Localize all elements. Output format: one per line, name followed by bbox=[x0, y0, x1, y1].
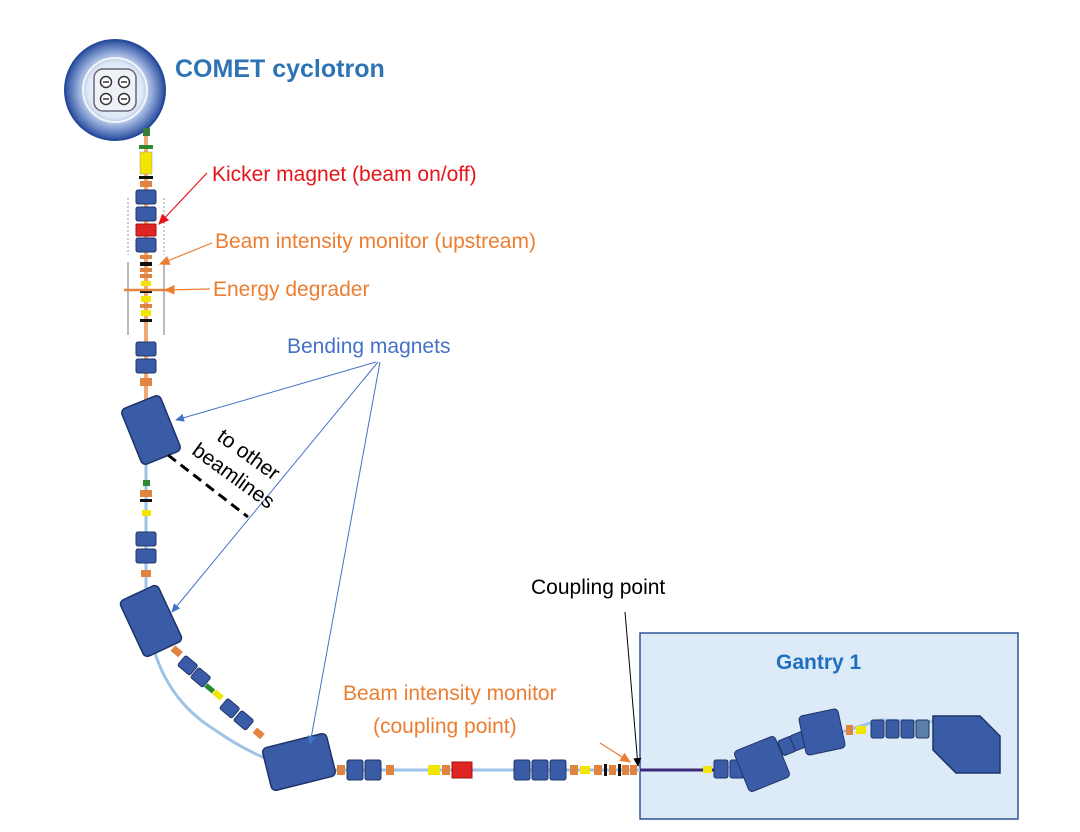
mid-components bbox=[135, 480, 157, 577]
bending-magnet-3 bbox=[261, 732, 337, 792]
bending-magnet-2 bbox=[119, 584, 183, 658]
bending-magnet-1 bbox=[121, 395, 181, 465]
bim-upstream-label: Beam intensity monitor (upstream) bbox=[215, 230, 536, 253]
bim-coupling-arrow bbox=[599, 742, 632, 763]
bim-coupling-label-line1: Beam intensity monitor bbox=[343, 682, 557, 705]
bending-arrow-1 bbox=[175, 361, 377, 422]
cyclotron-icon bbox=[64, 39, 166, 141]
gantry-nozzle bbox=[932, 715, 1001, 774]
bending-arrow-3 bbox=[307, 361, 381, 745]
degrader-arrow bbox=[163, 284, 211, 295]
kicker-label: Kicker magnet (beam on/off) bbox=[212, 163, 477, 186]
horizontal-components bbox=[337, 759, 637, 781]
bending-arrow-2 bbox=[171, 361, 379, 613]
other-beamlines-line bbox=[167, 453, 249, 519]
bim-coupling-label-line2: (coupling point) bbox=[373, 715, 517, 738]
cyclotron-label: COMET cyclotron bbox=[175, 55, 385, 83]
bim-upstream-arrow bbox=[158, 242, 213, 265]
coupling-point-label: Coupling point bbox=[531, 576, 665, 599]
diagonal-components bbox=[170, 645, 265, 740]
gantry-components bbox=[703, 708, 1001, 792]
degrader-label: Energy degrader bbox=[213, 278, 369, 301]
coupling-arrow bbox=[624, 611, 642, 767]
kicker-arrow bbox=[158, 172, 208, 225]
upstream-components bbox=[124, 128, 170, 386]
gantry-label: Gantry 1 bbox=[776, 651, 862, 674]
bending-label: Bending magnets bbox=[287, 335, 450, 358]
